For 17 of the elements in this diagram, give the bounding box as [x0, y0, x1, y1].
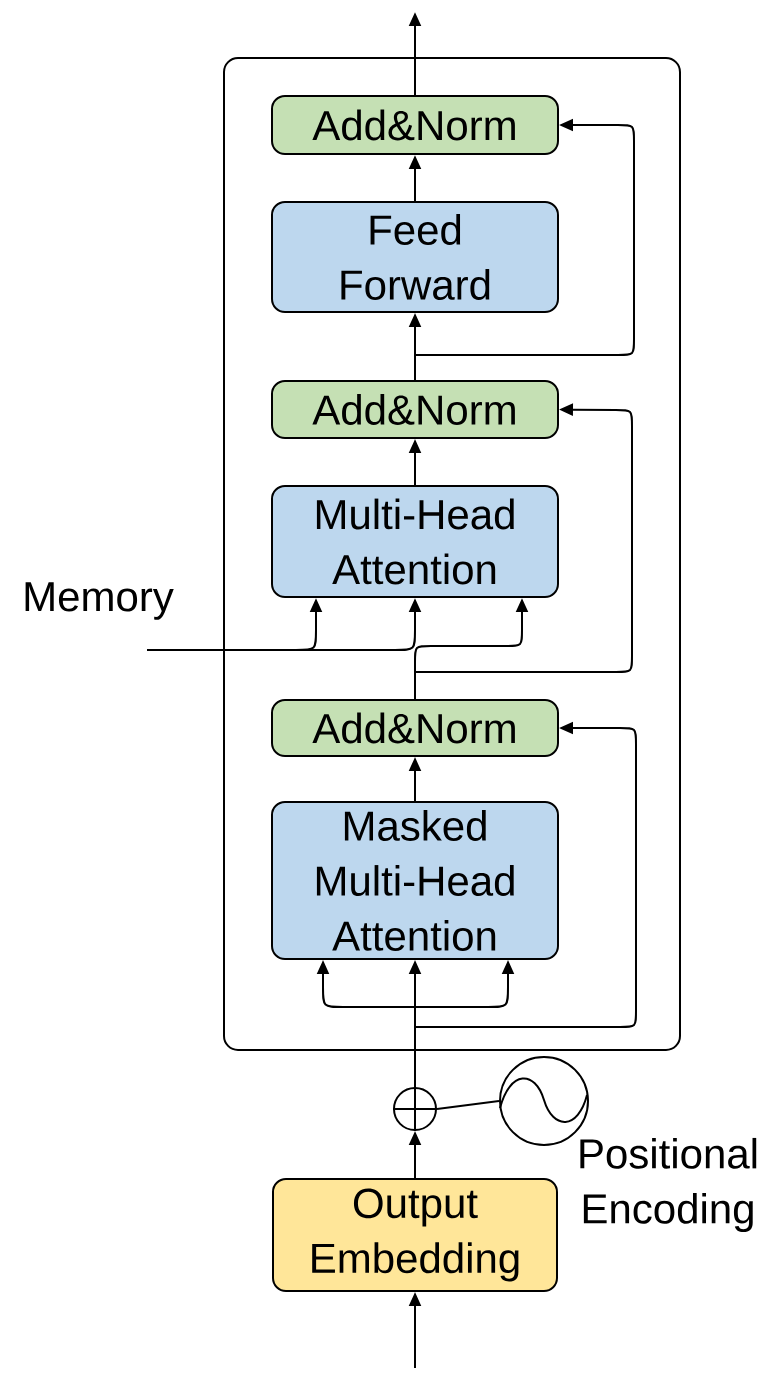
- norm-box: Add&Norm: [271, 380, 559, 439]
- arrow: [414, 403, 633, 673]
- plus-circle: [392, 1086, 438, 1132]
- embedding-box: Output Embedding: [272, 1178, 558, 1292]
- node-caption: Positional Encoding: [580, 1137, 757, 1233]
- norm-box: Add&Norm: [271, 699, 559, 757]
- attention-box: Masked Multi-Head Attention: [271, 801, 559, 960]
- connector-line: [414, 1006, 416, 1028]
- connector-line: [146, 649, 297, 651]
- connector-line: [414, 671, 416, 700]
- feed-forward-box: Feed Forward: [271, 201, 559, 313]
- input-label: Memory: [25, 582, 174, 620]
- connector-line: [436, 1100, 500, 1110]
- norm-box: Add&Norm: [271, 95, 559, 155]
- frame-box: [223, 57, 681, 1051]
- attention-box: Multi-Head Attention: [271, 485, 559, 598]
- connector-line: [414, 1026, 416, 1088]
